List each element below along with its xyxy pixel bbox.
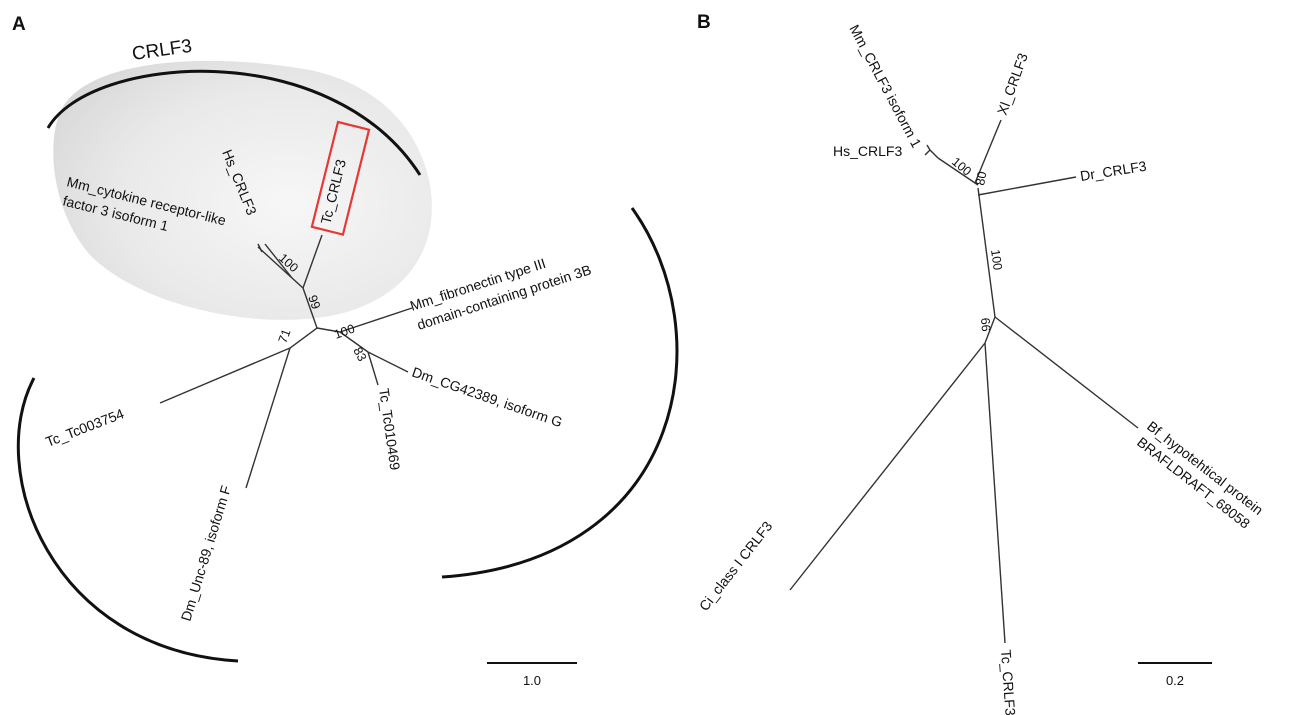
support-b-100-mid: 100 (988, 248, 1005, 271)
branch-a-fnnode-to-mmfn (339, 307, 413, 333)
panel-a: A CRLF3 Mm_ (12, 14, 679, 688)
leaf-b-dr-crlf3: Dr_CRLF3 (1079, 158, 1148, 184)
fibronectin-group-arc (441, 207, 679, 579)
leaf-a-dm-cg42389: Dm_CG42389, isoform G (410, 364, 565, 431)
support-a-99: 99 (305, 293, 323, 311)
leaf-b-tc-crlf3: Tc_CRLF3 (998, 649, 1019, 715)
support-b-100-top: 100 (949, 155, 974, 179)
support-b-80: 80 (973, 170, 989, 186)
tree-b-branches (789, 119, 1139, 644)
scale-bar-a-label: 1.0 (523, 673, 541, 688)
crlf3-group-arc (46, 69, 422, 176)
branch-b-node80-to-dr (977, 176, 1077, 196)
leaf-b-ci-crlf3: Ci_class I CRLF3 (696, 518, 776, 614)
tree-b-leaf-labels: Mm_CRLF3 isoform 1 Xl_CRLF3 Hs_CRLF3 Dr_… (696, 22, 1266, 715)
branch-a-node83-to-tc010469 (367, 351, 379, 386)
support-a-100-mid: 100 (332, 322, 356, 342)
branch-a-root-to-crlf3node (302, 287, 318, 329)
branch-b-node80-to-node100mid (977, 187, 996, 318)
branch-b-node66-to-tc (984, 342, 1006, 644)
branch-b-node100mid-to-node66 (984, 316, 996, 344)
branch-b-node80-to-xl (974, 119, 1002, 184)
branch-a-crlf3node-to-tc (302, 234, 323, 289)
panel-b: B Mm_CRLF3 isoform 1 Xl_CRLF3 Hs_CRLF3 D… (696, 12, 1266, 715)
support-a-83: 83 (350, 345, 369, 364)
branch-a-node71-to-tc003754 (159, 347, 291, 404)
branch-b-node100-to-node80 (937, 157, 979, 186)
branch-a-mm-tip (257, 243, 263, 253)
branch-b-node100-to-mmtip (929, 149, 939, 159)
leaf-b-hs-crlf3: Hs_CRLF3 (833, 143, 902, 159)
branch-a-inner-to-mm (257, 246, 293, 279)
branch-b-mmtip-fork-1 (926, 144, 931, 151)
branch-a-crlf3node-to-innernode (291, 277, 304, 289)
branch-b-node100mid-to-bf (994, 316, 1139, 429)
tree-b-support-values: 100 80 100 66 (949, 155, 1005, 333)
branch-a-node83-to-dm (367, 351, 409, 373)
tree-a-branches (159, 234, 413, 489)
leaf-b-xl-crlf3: Xl_CRLF3 (994, 51, 1031, 117)
leaf-b-mm-crlf3: Mm_CRLF3 isoform 1 (846, 22, 925, 151)
scale-bar-b-label: 0.2 (1166, 673, 1184, 688)
branch-b-mmtip-fork-2 (924, 149, 931, 156)
leaf-a-dm-unc89: Dm_Unc-89, isoform F (178, 484, 234, 623)
branch-a-inner-to-hs (264, 243, 293, 279)
panel-a-letter: A (12, 14, 26, 35)
tree-a-leaf-labels: Mm_cytokine receptor-like factor 3 isofo… (43, 147, 593, 623)
support-a-71: 71 (276, 327, 294, 345)
support-b-66: 66 (978, 317, 993, 332)
crlf3-group-label: CRLF3 (131, 36, 194, 65)
branch-a-root-to-node71 (289, 327, 318, 349)
branch-a-fnnode-to-node83 (339, 331, 369, 353)
branch-a-root-to-fnnode (316, 327, 341, 333)
branch-a-node71-to-unc89 (245, 347, 291, 489)
leaf-a-tc-tc010469: Tc_Tc010469 (376, 387, 403, 471)
unc89-group-arc (16, 377, 239, 663)
branch-b-node66-to-ci (789, 342, 986, 591)
panel-b-letter: B (697, 12, 711, 33)
tc-crlf3-highlight-box (310, 120, 371, 236)
leaf-a-tc-tc003754: Tc_Tc003754 (43, 405, 126, 450)
